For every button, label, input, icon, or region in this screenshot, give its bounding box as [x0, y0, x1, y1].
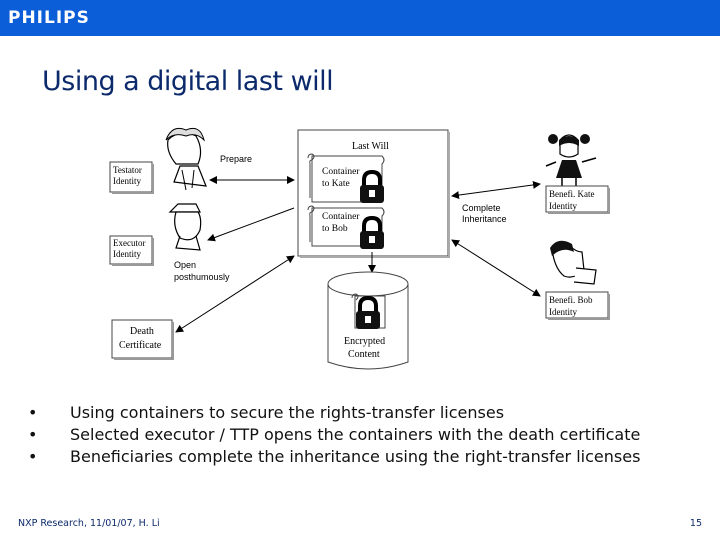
open-label-1: Open — [174, 260, 196, 270]
slide-title: Using a digital last will — [42, 66, 334, 97]
bob-arrow — [451, 239, 541, 297]
lock-icon — [356, 295, 380, 329]
bullet-text: Beneficiaries complete the inheritance u… — [70, 447, 641, 466]
container-kate-label-1: Container — [322, 167, 360, 177]
testator-person-icon — [165, 127, 207, 191]
header-bar: PHILIPS — [0, 0, 720, 36]
bullet-item: • Beneficiaries complete the inheritance… — [28, 446, 640, 468]
prepare-label: Prepare — [220, 154, 252, 164]
executor-label-2: Identity — [113, 249, 141, 259]
bob-label-2: Identity — [549, 307, 577, 317]
bullet-list: • Using containers to secure the rights-… — [28, 402, 640, 468]
last-will-label: Last Will — [352, 141, 389, 152]
executor-person-icon — [168, 203, 202, 251]
open-label-2: posthumously — [174, 272, 230, 282]
kate-label-1: Benefi. Kate — [549, 189, 594, 199]
bullet-text: Using containers to secure the rights-tr… — [70, 403, 505, 422]
bullet-item: • Selected executor / TTP opens the cont… — [28, 424, 640, 446]
testator-label-2: Identity — [113, 176, 141, 186]
page-number: 15 — [689, 518, 702, 529]
container-kate-label-2: to Kate — [322, 179, 350, 189]
lock-icon — [360, 169, 384, 203]
open-posthumously-arrow — [207, 207, 295, 242]
footer-credit: NXP Research, 11/01/07, H. Li — [18, 518, 160, 529]
executor-identity-box: Executor Identity — [109, 235, 154, 266]
digital-will-diagram: Testator Identity Executor Identity Deat… — [109, 127, 610, 370]
complete-label-1: Complete — [462, 203, 501, 213]
complete-label-2: Inheritance — [462, 214, 507, 224]
encrypted-label-2: Content — [348, 349, 380, 360]
bob-label-1: Benefi. Bob — [549, 295, 593, 305]
testator-label-1: Testator — [113, 165, 142, 175]
kate-arrow — [451, 180, 541, 200]
container-bob-label-1: Container — [322, 212, 360, 222]
boy-person-icon — [550, 240, 597, 285]
executor-label-1: Executor — [113, 238, 145, 248]
beneficiary-bob-box: Benefi. Bob Identity — [545, 291, 610, 320]
bullet-marker: • — [28, 447, 38, 466]
girl-person-icon — [545, 134, 597, 186]
bullet-marker: • — [28, 425, 38, 444]
beneficiary-kate-box: Benefi. Kate Identity — [545, 185, 610, 214]
death-label-1: Death — [130, 326, 154, 337]
container-bob-label-2: to Bob — [322, 224, 348, 234]
death-label-2: Certificate — [119, 340, 162, 351]
kate-label-2: Identity — [549, 201, 577, 211]
philips-logo: PHILIPS — [8, 8, 90, 28]
lock-icon — [360, 215, 384, 249]
death-certificate-box: Death Certificate — [111, 319, 174, 360]
testator-identity-box: Testator Identity — [109, 161, 154, 194]
encrypted-label-1: Encrypted — [344, 336, 385, 347]
bullet-text: Selected executor / TTP opens the contai… — [70, 425, 641, 444]
death-certificate-arrow — [175, 255, 295, 333]
bullet-marker: • — [28, 403, 38, 422]
bullet-item: • Using containers to secure the rights-… — [28, 402, 640, 424]
